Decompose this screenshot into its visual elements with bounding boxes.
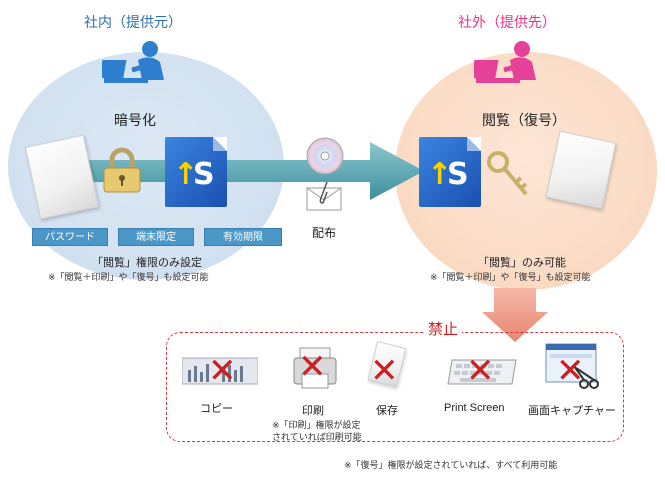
screen-capture-icon bbox=[545, 343, 599, 389]
prohibited-actions-box bbox=[166, 332, 624, 442]
footer-note: ※「復号」権限が設定されていれば、すべて利用可能 bbox=[344, 461, 558, 471]
prohibited-arrow bbox=[482, 288, 548, 342]
internal-permission-note: 「閲覧」権限のみ設定 bbox=[92, 256, 202, 269]
key-icon bbox=[487, 151, 528, 196]
printscreen-prohibited-mark: ✕ bbox=[466, 351, 495, 391]
envelope-attachment-icon bbox=[306, 181, 342, 211]
print-prohibited-mark: ✕ bbox=[298, 347, 327, 387]
tag-device-limit: 端末限定 bbox=[118, 228, 194, 246]
distribution-arrow bbox=[60, 142, 424, 200]
bar-chart-image-icon bbox=[182, 357, 258, 385]
keyboard-icon bbox=[447, 359, 517, 385]
prohibited-item-print: 印刷 bbox=[302, 404, 324, 417]
internal-permission-subnote: ※「閲覧＋印刷」や「復号」も設定可能 bbox=[48, 273, 209, 283]
external-permission-subnote: ※「閲覧＋印刷」や「復号」も設定可能 bbox=[430, 273, 591, 283]
tag-password: パスワード bbox=[32, 228, 108, 246]
copy-prohibited-mark: ✕ bbox=[208, 351, 237, 391]
print-note-line1: ※「印刷」権限が設定 bbox=[272, 421, 361, 431]
tag-expiry: 有効期限 bbox=[204, 228, 282, 246]
external-user-icon bbox=[474, 41, 536, 83]
prohibited-item-capture: 画面キャプチャー bbox=[528, 404, 616, 417]
external-heading: 社外（提供先） bbox=[458, 15, 556, 31]
capture-prohibited-mark: ✕ bbox=[556, 351, 585, 391]
internal-user-icon bbox=[102, 41, 164, 83]
ts-logo-right-icon: ↑S bbox=[419, 137, 481, 207]
cd-disc-icon bbox=[306, 137, 344, 175]
prohibited-item-copy: コピー bbox=[200, 402, 233, 415]
external-permission-note: 「閲覧」のみ可能 bbox=[478, 256, 566, 269]
distribution-label: 配布 bbox=[312, 226, 337, 240]
view-decrypt-label: 閲覧（復号） bbox=[482, 113, 566, 129]
internal-heading: 社内（提供元） bbox=[84, 15, 182, 31]
ts-logo-left-icon: ↑S bbox=[165, 137, 227, 207]
encrypt-label: 暗号化 bbox=[114, 113, 156, 129]
prohibited-item-save: 保存 bbox=[376, 404, 398, 417]
prohibited-label: 禁止 bbox=[424, 318, 463, 339]
print-note-line2: されていれば印刷可能 bbox=[272, 433, 362, 443]
prohibited-item-printscreen: Print Screen bbox=[444, 402, 505, 414]
printer-icon bbox=[293, 347, 337, 389]
padlock-icon bbox=[103, 147, 141, 193]
save-prohibited-mark: ✕ bbox=[370, 351, 399, 391]
